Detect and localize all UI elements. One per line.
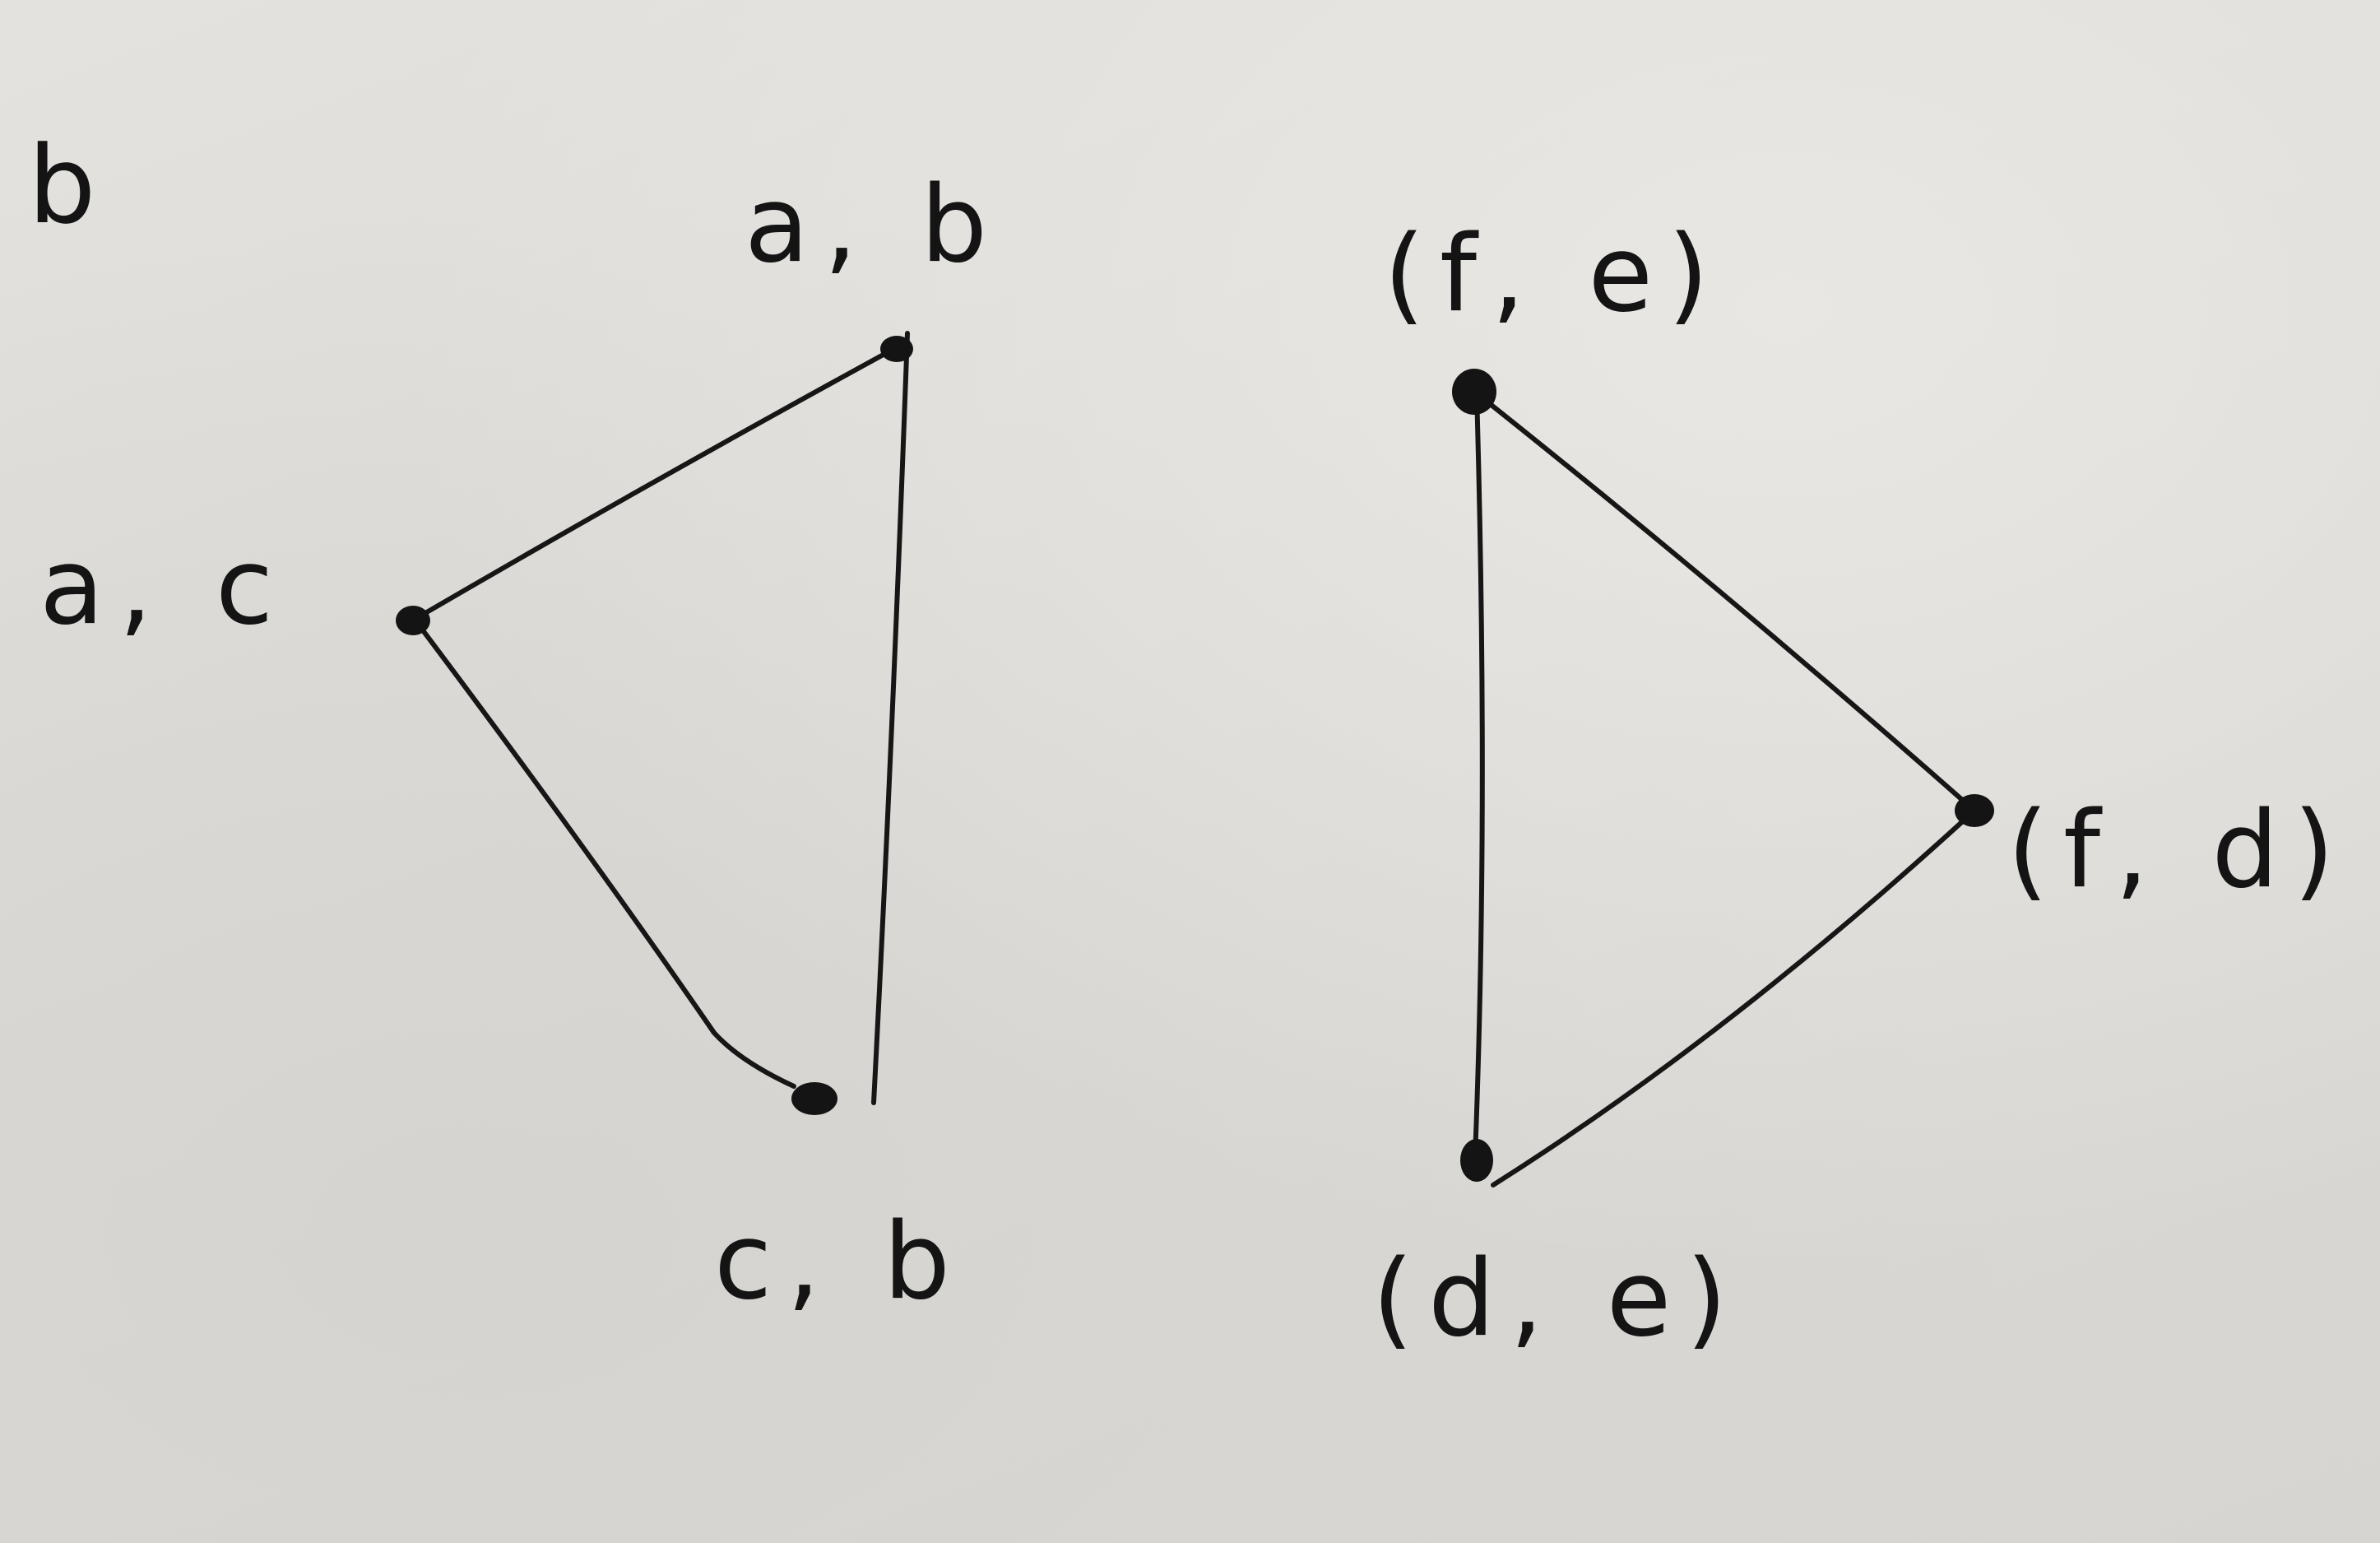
node-label-fd: (f, d) [2007,789,2350,912]
node-ab [880,336,913,362]
node-fd [1955,794,1994,827]
node-de [1460,1139,1493,1182]
node-label-cb: c, b [714,1201,965,1323]
node-ac [396,606,430,635]
node-cb [791,1082,837,1115]
edge-ac-ab [407,339,910,625]
panel-label: b [28,123,96,248]
edge-fe-fd [1474,391,1977,813]
graph-right [1452,369,1994,1187]
node-label-de: (d, e) [1372,1238,1742,1360]
edge-ac-cb [415,621,796,1089]
node-label-ac: a, c [39,526,289,648]
edge-ab-cb [871,331,910,1105]
node-label-fe: (f, e) [1384,213,1724,336]
node-label-ab: a, b [745,164,1003,286]
graph-left [396,331,913,1115]
edge-fe-de [1472,391,1485,1179]
node-fe [1452,369,1496,415]
edge-fd-de [1491,808,1977,1187]
